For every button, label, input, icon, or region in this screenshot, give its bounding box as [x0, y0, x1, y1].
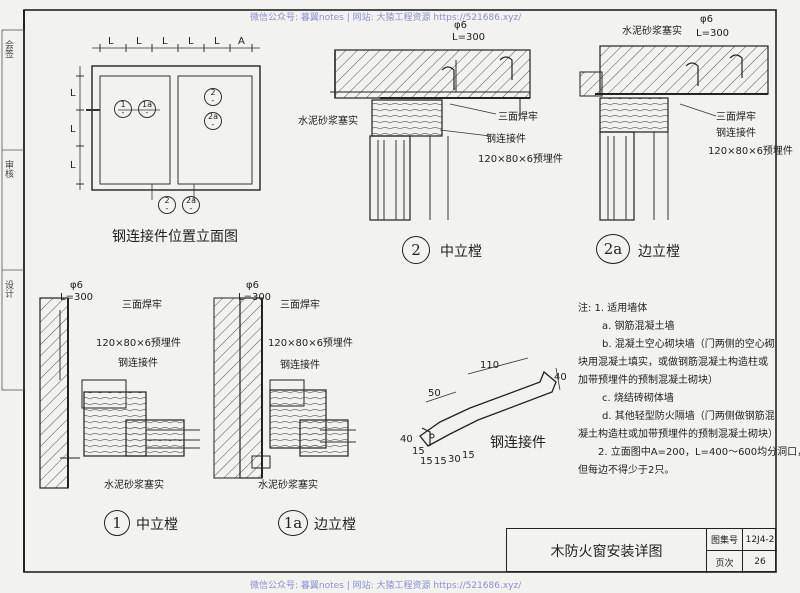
atlas-number-value: 12J4-2 [743, 529, 777, 551]
part-dim-50: 50 [428, 388, 441, 399]
drawing-title: 木防火窗安装详图 [507, 529, 707, 573]
watermark-bottom: 微信公众号: 暮翼notes | 网站: 大猿工程资源 https://5216… [250, 581, 522, 591]
elevation-caption: 钢连接件位置立面图 [112, 229, 238, 245]
d1-connector: 钢连接件 [118, 358, 158, 369]
dim-L-2: L [136, 36, 142, 47]
d1a-title: 边立樘 [314, 517, 356, 533]
detail-2-drawing [330, 49, 531, 221]
dim-A: A [238, 36, 245, 47]
dim-L-v2: L [70, 124, 76, 135]
page-number-label: 页次 [707, 551, 743, 573]
d1-mortar: 水泥砂浆塞实 [104, 480, 164, 491]
d1-phi: φ6 [70, 280, 83, 291]
part-dim-40b: 40 [400, 434, 413, 445]
d2-connector: 钢连接件 [486, 134, 526, 145]
d2-length: L=300 [452, 32, 486, 43]
d2-phi: φ6 [454, 20, 467, 31]
section-mark-2a: 2a- [204, 112, 222, 130]
note-line: 2. 立面图中A=200，L=400～600均分洞口， [598, 447, 800, 458]
d2a-connector: 钢连接件 [716, 128, 756, 139]
detail-1-drawing [39, 297, 200, 489]
note-line: 凝土构造柱或加带预埋件的预制混凝土砌块） [578, 429, 778, 440]
connector-part-drawing [419, 357, 561, 447]
d1a-number-circle: 1a [278, 510, 308, 536]
d2a-phi: φ6 [700, 14, 713, 25]
d2-number-circle: 2 [402, 236, 430, 264]
part-dim-15b: 15 [420, 456, 433, 467]
d1-title: 中立樘 [136, 517, 178, 533]
detail-1a-drawing [213, 297, 356, 479]
part-dim-15c: 15 [434, 456, 447, 467]
margin-label-countersign: 会签 [3, 40, 13, 58]
d2a-length: L=300 [696, 28, 730, 39]
note-line: 但每边不得少于2只。 [578, 465, 675, 476]
note-line: c. 烧结砖砌体墙 [602, 393, 674, 404]
dim-L-1: L [108, 36, 114, 47]
d1a-length: L=300 [238, 292, 272, 303]
d1-number-circle: 1 [104, 510, 130, 536]
d2a-weld: 三面焊牢 [716, 112, 756, 123]
page-number-value: 26 [754, 557, 766, 567]
dim-L-v1: L [70, 88, 76, 99]
watermark-top: 微信公众号: 暮翼notes | 网站: 大猿工程资源 https://5216… [250, 13, 522, 23]
part-dim-15a: 15 [412, 446, 425, 457]
d2a-mortar: 水泥砂浆塞实 [622, 26, 682, 37]
note-line: a. 钢筋混凝土墙 [602, 321, 675, 332]
margin-label-design: 设计 [3, 280, 13, 298]
elevation-drawing [76, 44, 261, 200]
d2-mortar: 水泥砂浆塞实 [298, 116, 358, 127]
part-dim-110: 110 [480, 360, 500, 371]
dim-L-5: L [214, 36, 220, 47]
note-line: 块用混凝土填实，或做钢筋混凝土构造柱或 [578, 357, 768, 368]
d1-embed: 120×80×6预埋件 [96, 338, 181, 349]
section-mark-1a: 1a- [138, 100, 156, 118]
d1-length: L=300 [60, 292, 94, 303]
section-mark-2: 2- [204, 88, 222, 106]
dim-L-4: L [188, 36, 194, 47]
part-dim-15d: 15 [462, 450, 475, 461]
part-label: 钢连接件 [490, 435, 546, 451]
d1-weld: 三面焊牢 [122, 300, 162, 311]
d1a-embed: 120×80×6预埋件 [268, 338, 353, 349]
d2-weld: 三面焊牢 [498, 112, 538, 123]
note-line: b. 混凝土空心砌块墙（门两侧的空心砌 [602, 339, 775, 350]
section-mark-2a-bottom: 2a- [182, 196, 200, 214]
d2-embed: 120×80×6预埋件 [478, 154, 563, 165]
notes-block: 注: 1. 适用墙体 a. 钢筋混凝土墙 b. 混凝土空心砌块墙（门两侧的空心砌… [578, 300, 800, 480]
margin-label-review: 审核 [3, 160, 13, 178]
d2a-title: 边立樘 [638, 244, 680, 260]
note-line: 加带预埋件的预制混凝土砌块） [578, 375, 718, 386]
section-mark-2-bottom: 2- [158, 196, 176, 214]
d2-title: 中立樘 [440, 244, 482, 260]
d1a-phi: φ6 [246, 280, 259, 291]
dim-L-v3: L [70, 160, 76, 171]
d1a-connector: 钢连接件 [280, 360, 320, 371]
d1a-mortar: 水泥砂浆塞实 [258, 480, 318, 491]
section-mark-1: 1- [114, 100, 132, 118]
detail-2a-drawing [579, 45, 769, 221]
note-line: d. 其他轻型防火隔墙（门两侧做钢筋混 [602, 411, 775, 422]
part-dim-40a: 40 [554, 372, 567, 383]
note-line: 注: 1. 适用墙体 [578, 303, 648, 314]
title-block: 木防火窗安装详图 图集号 12J4-2 页次 26 [506, 528, 777, 573]
d2a-embed: 120×80×6预埋件 [708, 146, 793, 157]
part-dim-30: 30 [448, 454, 461, 465]
d2a-number-circle: 2a [596, 234, 630, 264]
dim-L-3: L [162, 36, 168, 47]
atlas-number-label: 图集号 [707, 529, 743, 551]
d1a-weld: 三面焊牢 [280, 300, 320, 311]
